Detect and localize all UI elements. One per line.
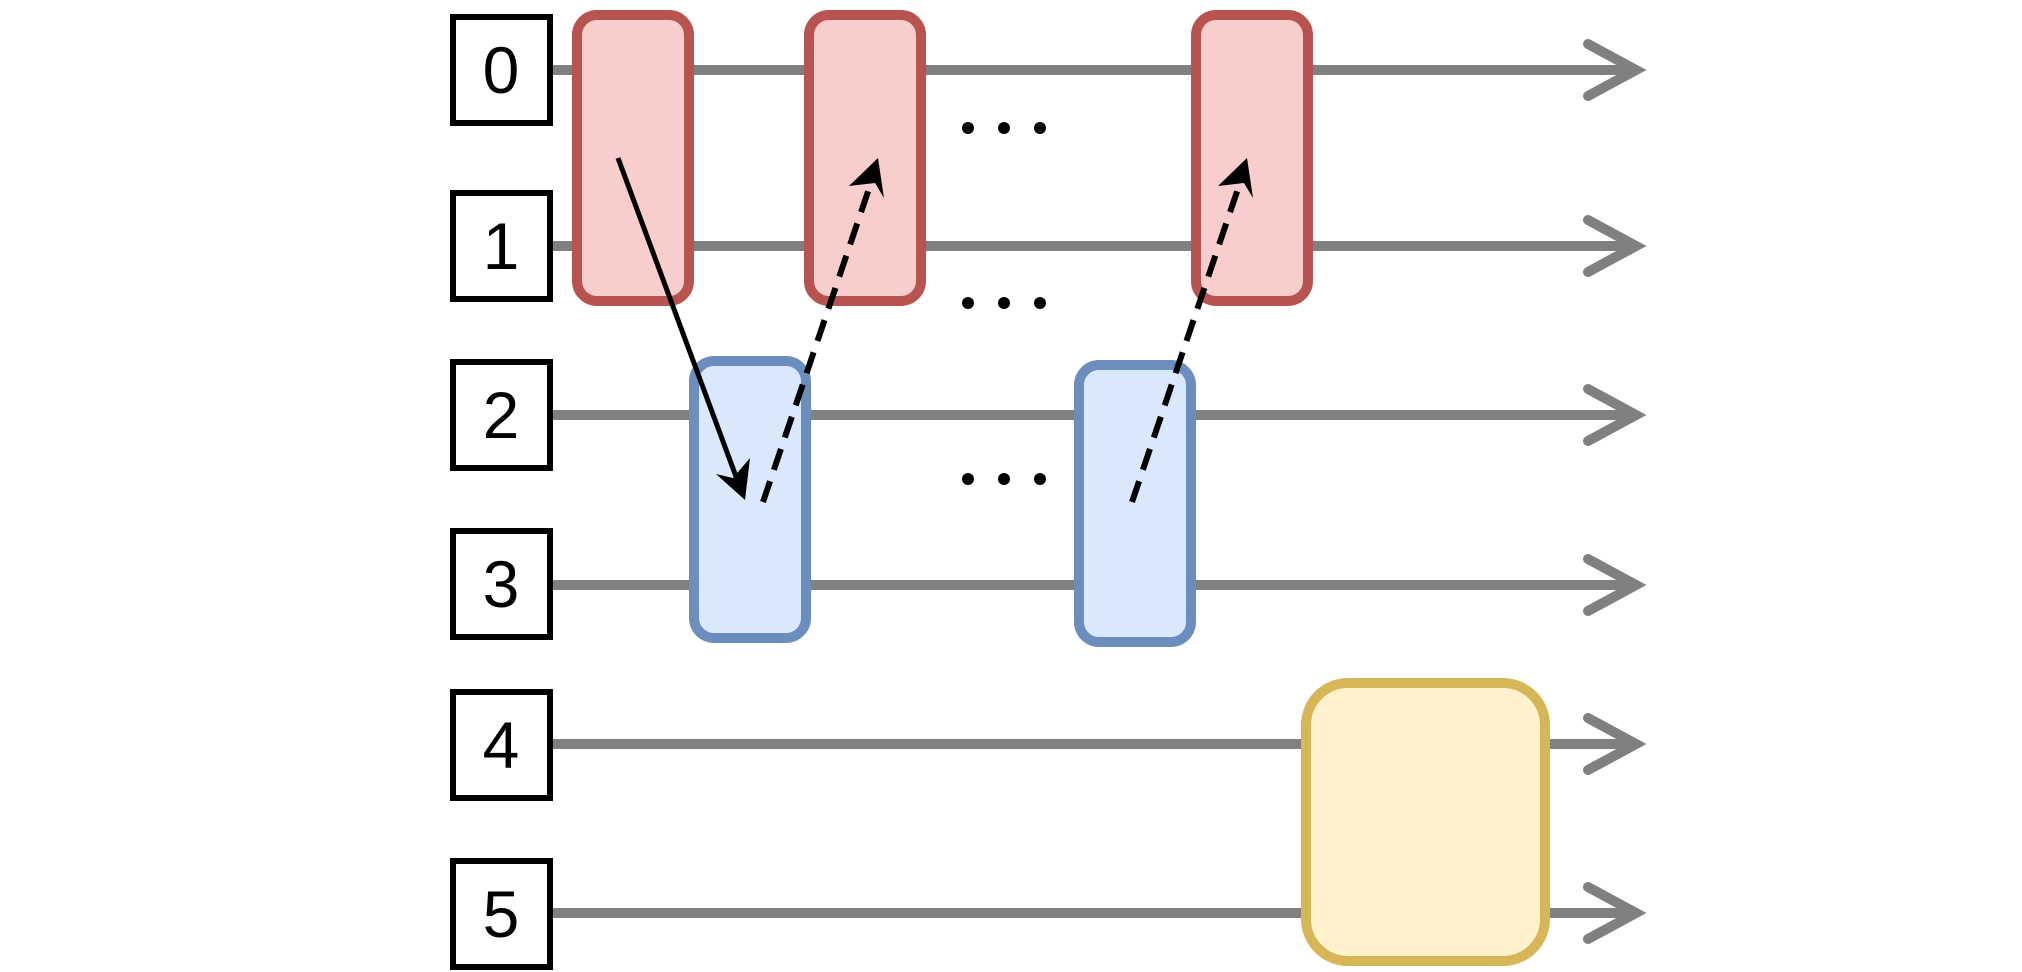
qubit-label-4: 4 — [483, 708, 520, 782]
qubit-box-5 — [450, 858, 553, 970]
red-gate-2 — [804, 10, 926, 306]
qubit-box-0 — [450, 14, 553, 126]
ellipsis-row-0 — [962, 122, 1046, 134]
qubit-box-2 — [450, 359, 553, 471]
wire-2-arrowhead — [1583, 384, 1647, 446]
dashed-arrow-2-line — [1129, 167, 1248, 503]
wire-1-arrowhead — [1583, 215, 1647, 277]
qubit-box-4 — [450, 689, 553, 801]
red-gates — [572, 10, 1313, 306]
wire-3-arrowhead — [1583, 554, 1647, 616]
blue-gate-2 — [1074, 360, 1196, 647]
yellow-gate-1 — [1301, 678, 1550, 966]
qubit-labels: 0 1 2 3 4 5 — [450, 14, 553, 970]
qubit-label-0: 0 — [483, 33, 520, 107]
red-gate-1 — [572, 10, 694, 306]
wire-4-arrowhead — [1583, 713, 1647, 775]
arrows — [615, 157, 1253, 503]
solid-arrow-head — [716, 458, 750, 500]
blue-gates — [689, 356, 1196, 647]
qubit-label-3: 3 — [483, 547, 520, 621]
qubit-label-5: 5 — [483, 877, 520, 951]
wire-5-arrowhead — [1583, 882, 1647, 944]
qubit-label-1: 1 — [483, 209, 520, 283]
dashed-arrow-2-head — [1218, 158, 1253, 198]
qubit-box-1 — [450, 190, 553, 302]
ellipsis-row-1 — [962, 297, 1046, 309]
ellipses — [962, 122, 1046, 485]
wire-arrowheads — [1583, 39, 1647, 944]
qubit-box-3 — [450, 528, 553, 640]
ellipsis-row-2 — [962, 473, 1046, 485]
solid-arrow-line — [615, 157, 744, 491]
blue-gate-1 — [689, 356, 811, 643]
qubit-label-2: 2 — [483, 378, 520, 452]
wire-0-arrowhead — [1583, 39, 1647, 101]
yellow-gates — [1301, 678, 1550, 966]
dashed-arrow-1-head — [849, 158, 884, 198]
dashed-arrow-1-line — [760, 167, 879, 503]
